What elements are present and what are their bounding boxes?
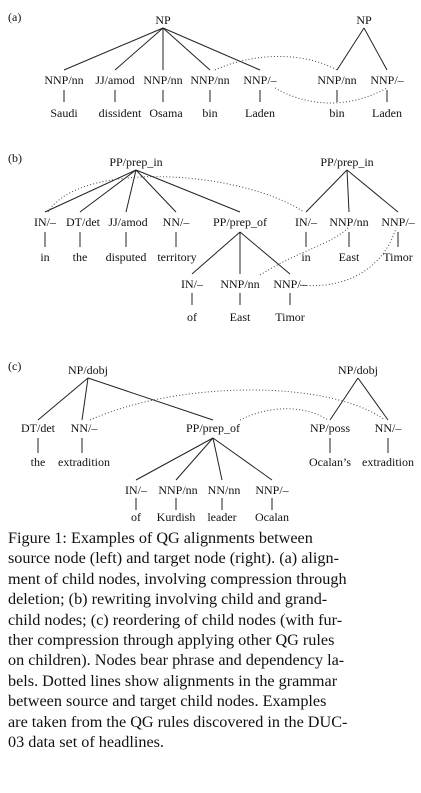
node-label: NNP/nn <box>317 73 356 87</box>
alignment-lines-c <box>89 389 386 421</box>
word: the <box>73 250 88 264</box>
word: the <box>31 455 46 469</box>
node-label: IN/– <box>295 215 318 229</box>
caption-line: ment of child nodes, involving compressi… <box>8 569 347 588</box>
node-label: IN/– <box>181 277 204 291</box>
caption-line: source node (left) and target node (righ… <box>8 549 339 568</box>
node-label: NNP/– <box>255 483 289 497</box>
panel-c-leaf-words: of Kurdish leader Ocalan <box>131 510 289 524</box>
node-label: PP/prep_of <box>186 421 240 435</box>
node-label: DT/det <box>66 215 101 229</box>
node-label: NN/– <box>163 215 191 229</box>
caption-line: between source and target child nodes. E… <box>8 692 327 711</box>
node-label: NP/poss <box>310 421 350 435</box>
tree-edges-c <box>37 377 389 510</box>
panel-b: (b) P <box>8 151 416 324</box>
word: of <box>131 510 141 524</box>
word: disputed <box>106 250 147 264</box>
caption-line: deletion; (b) rewriting involving child … <box>8 590 328 609</box>
node-label: PP/prep_of <box>213 215 267 229</box>
root-np-target: NP <box>356 13 372 27</box>
word: leader <box>207 510 236 524</box>
word: of <box>187 310 197 324</box>
root-np-source: NP <box>155 13 171 27</box>
word: Ocalan <box>255 510 289 524</box>
panel-a: (a) NP NP NNP/nn JJ/amod NNP/nn NNP/nn <box>8 10 405 120</box>
word: bin <box>202 106 217 120</box>
node-label: NN/nn <box>208 483 241 497</box>
node-label: NN/– <box>71 421 99 435</box>
caption-line: are taken from the QG rules discovered i… <box>8 712 348 731</box>
node-label: NNP/nn <box>158 483 197 497</box>
word: in <box>40 250 49 264</box>
node-label: IN/– <box>125 483 148 497</box>
caption-line: 03 data set of headlines. <box>8 733 164 752</box>
word: dissident <box>99 106 142 120</box>
word: Osama <box>149 106 183 120</box>
word: extradition <box>58 455 110 469</box>
panel-label-a: (a) <box>8 10 21 24</box>
caption-line: on children). Nodes bear phrase and depe… <box>8 651 345 670</box>
caption-line: bels. Dotted lines show alignments in th… <box>8 671 338 690</box>
node-label: NNP/nn <box>220 277 259 291</box>
root-pp-source: PP/prep_in <box>109 155 162 169</box>
panel-c: (c) NP/dobj NP/dobj DT/det <box>8 359 414 510</box>
root-pp-target: PP/prep_in <box>320 155 373 169</box>
node-label: DT/det <box>21 421 56 435</box>
word: Ocalan’s <box>309 455 351 469</box>
tree-edges-a <box>63 27 388 102</box>
node-label: NNP/– <box>381 215 415 229</box>
root-np-dobj-target: NP/dobj <box>338 363 378 377</box>
word: Timor <box>383 250 413 264</box>
node-label: NNP/– <box>243 73 277 87</box>
alignment-lines-a <box>214 56 388 104</box>
figure-caption: Figure 1: Examples of QG alignments betw… <box>8 528 412 752</box>
caption-line: child nodes; (c) reordering of child nod… <box>8 610 343 629</box>
word: territory <box>157 250 196 264</box>
word: Saudi <box>50 106 78 120</box>
word: Laden <box>372 106 402 120</box>
qg-alignment-diagram: (a) NP NP NNP/nn JJ/amod NNP/nn NNP/nn <box>8 10 416 510</box>
node-label: NNP/– <box>273 277 307 291</box>
node-label: NNP/nn <box>143 73 182 87</box>
word: Timor <box>275 310 305 324</box>
caption-line: Figure 1: Examples of QG alignments betw… <box>8 529 313 547</box>
word: Kurdish <box>157 510 196 524</box>
node-label: JJ/amod <box>95 73 134 87</box>
root-np-dobj-source: NP/dobj <box>68 363 108 377</box>
alignment-lines-b <box>47 176 397 287</box>
word: bin <box>329 106 344 120</box>
node-label: NNP/– <box>370 73 404 87</box>
node-label: NNP/nn <box>44 73 83 87</box>
panel-label-c: (c) <box>8 359 21 373</box>
node-label: NNP/nn <box>329 215 368 229</box>
node-label: JJ/amod <box>108 215 147 229</box>
word: in <box>301 250 310 264</box>
word: East <box>230 310 251 324</box>
caption-line: ther compression through applying other … <box>8 631 335 650</box>
word: extradition <box>362 455 414 469</box>
word: East <box>339 250 360 264</box>
node-label: NNP/nn <box>190 73 229 87</box>
word: Laden <box>245 106 275 120</box>
panel-label-b: (b) <box>8 151 22 165</box>
node-label: IN/– <box>34 215 57 229</box>
node-label: NN/– <box>375 421 403 435</box>
